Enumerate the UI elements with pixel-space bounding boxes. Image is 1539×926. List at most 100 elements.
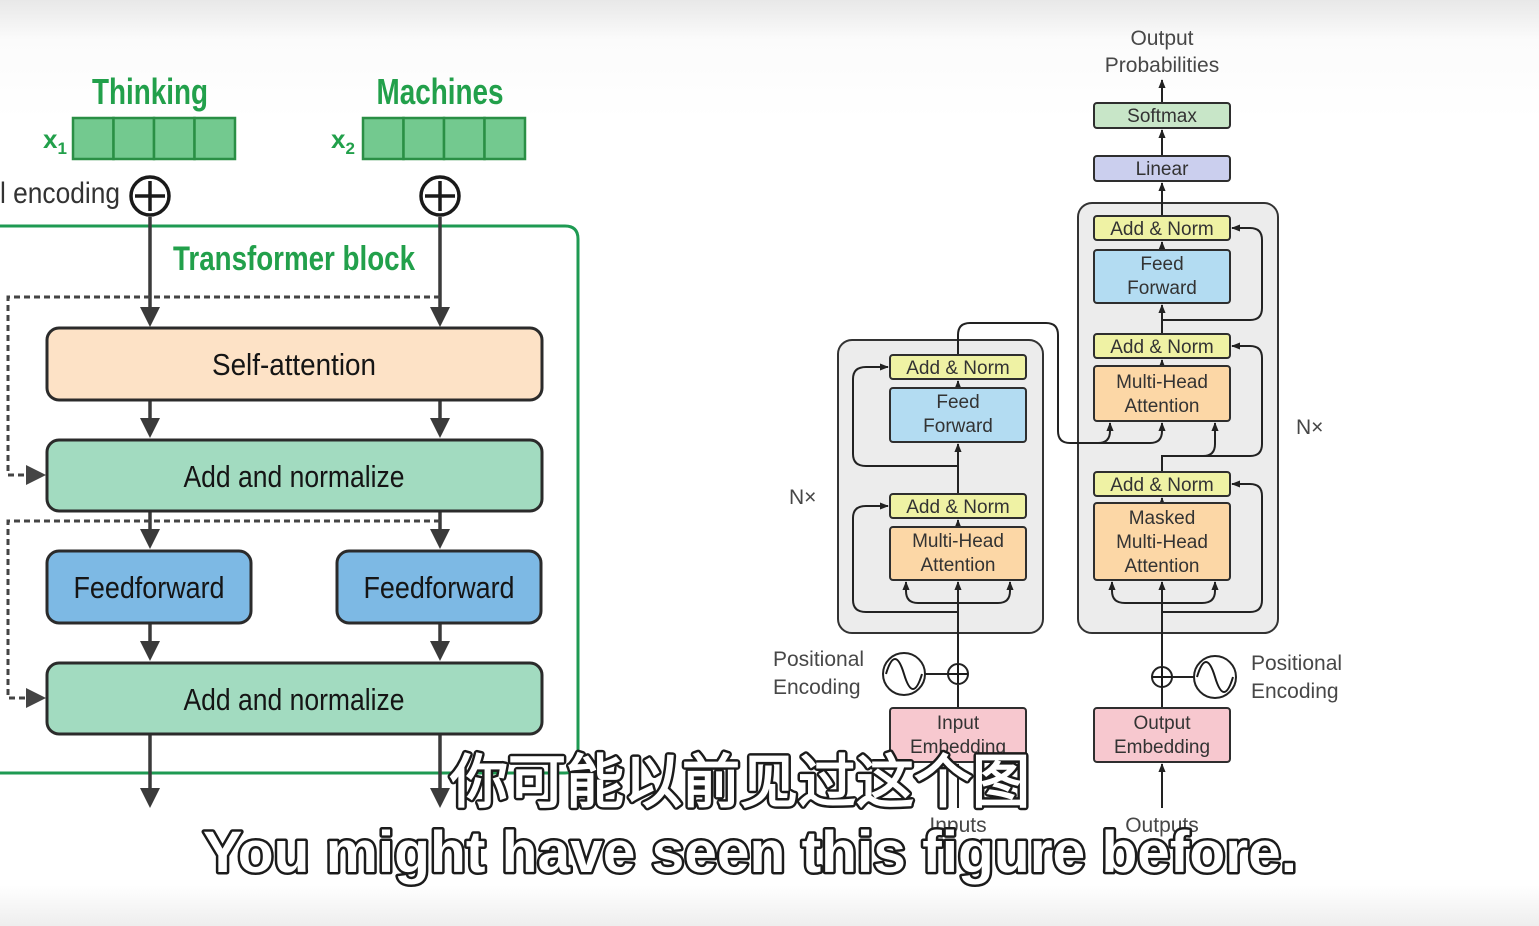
decoder-add-norm-bottom: Add & Norm [1093, 471, 1231, 497]
multi-head-attention-label-line-2: Attention [1125, 396, 1200, 417]
plus-sign [135, 181, 165, 211]
token-vector-cell [361, 116, 405, 161]
vector-label-x2: x2 [331, 124, 355, 158]
decoder-multi-head-attention: Multi-Head Attention [1093, 365, 1231, 422]
right-diagram: Output Probabilities Softmax Linear Add … [773, 27, 1342, 837]
plus-circle-icon [947, 663, 969, 685]
encoder-repeat-label: N× [789, 486, 816, 509]
multi-head-attention-label-line-1: Multi-Head [1116, 372, 1208, 393]
encoder-wires [852, 322, 1166, 808]
vector-label-x1: x1 [43, 124, 67, 158]
add-norm-label: Add & Norm [906, 358, 1009, 379]
residual-loop [1162, 342, 1263, 457]
add-normalize-box [45, 661, 544, 736]
attention-branch [902, 581, 958, 604]
add-norm-box [1093, 215, 1231, 241]
encoder-feed-forward: Feed Forward [889, 387, 1027, 443]
encoder-output-connection [957, 322, 1114, 444]
add-normalize-block-2: Add and normalize [45, 661, 544, 736]
token-vector-cell [71, 116, 115, 161]
vector-subscript: 1 [57, 139, 66, 158]
plus-sign [948, 664, 968, 684]
add-norm-box [889, 493, 1027, 519]
multi-head-attention-label-line-1: Multi-Head [912, 531, 1004, 552]
attention-branch [1162, 581, 1219, 604]
add-normalize-box [45, 438, 544, 513]
encoder-add-norm-top: Add & Norm [889, 354, 1027, 380]
plus-sign [1152, 667, 1172, 687]
positional-encoding-label: l encoding [0, 177, 120, 210]
feed-forward-label-line-2: Forward [1127, 278, 1197, 299]
left-diagram: Thinking Machines x1 x2 l encoding Trans… [0, 71, 580, 808]
feedforward-box [45, 549, 253, 625]
feedforward-label: Feedforward [74, 570, 225, 605]
token-vector-cell [193, 116, 237, 161]
vector-subscript: 2 [345, 139, 354, 158]
input-embedding-label-line-1: Input [937, 713, 980, 734]
token-vector-cell [442, 116, 486, 161]
decoder-masked-multi-head-attention: Masked Multi-Head Attention [1093, 502, 1231, 581]
softmax-label: Softmax [1127, 106, 1197, 127]
self-attention-box [45, 326, 544, 402]
encoder-output-connection [1098, 422, 1166, 444]
token-vector-x2 [361, 116, 527, 161]
output-probabilities-line-2: Probabilities [1105, 54, 1219, 77]
decoder-positional-encoding-line-2: Encoding [1251, 680, 1339, 703]
decoder-feed-forward: Feed Forward [1093, 249, 1231, 304]
multi-head-attention-box [1093, 365, 1231, 422]
residual-loop [1162, 224, 1263, 321]
self-attention-label: Self-attention [212, 347, 376, 382]
encoder-add-norm-bottom: Add & Norm [889, 493, 1027, 519]
token-vector-x1 [71, 116, 237, 161]
vector-symbol: x [331, 124, 346, 154]
add-norm-box [1093, 333, 1231, 359]
linear-label: Linear [1136, 159, 1189, 180]
multi-head-attention-box [889, 526, 1027, 581]
encoder-multi-head-attention: Multi-Head Attention [889, 526, 1027, 581]
attention-branch [1108, 581, 1162, 604]
subtitle-english: You might have seen this figure before. [203, 820, 1297, 885]
token-vector-cell [483, 116, 527, 161]
decoder-wires [1108, 79, 1263, 808]
add-norm-label: Add & Norm [1110, 337, 1213, 358]
transformer-block-border [0, 224, 580, 775]
plus-circle-icon [1151, 666, 1173, 688]
encoder-stack [837, 339, 1044, 634]
add-normalize-label: Add and normalize [184, 459, 405, 494]
input-embedding-box [889, 707, 1027, 763]
multi-head-attention-label-line-2: Attention [921, 555, 996, 576]
add-norm-box [889, 354, 1027, 380]
masked-multi-head-attention-box [1093, 502, 1231, 581]
masked-mha-label-line-1: Masked [1129, 508, 1196, 529]
add-normalize-block-1: Add and normalize [45, 438, 544, 513]
subtitles: 你可能以前见过这个图 You might have seen this figu… [201, 746, 1300, 888]
vector-symbol: x [43, 124, 58, 154]
self-attention-block: Self-attention [45, 326, 544, 402]
encoder-positional-encoding-line-1: Positional [773, 648, 864, 671]
add-normalize-label: Add and normalize [184, 682, 405, 717]
attention-branch [958, 581, 1014, 604]
softmax-box [1093, 102, 1231, 129]
decoder-positional-encoding-line-1: Positional [1251, 652, 1342, 675]
token-word-machines: Machines [377, 71, 504, 112]
feed-forward-box [1093, 249, 1231, 304]
add-norm-label: Add & Norm [1110, 475, 1213, 496]
residual-loop [1162, 480, 1263, 613]
feed-forward-label-line-1: Feed [936, 392, 979, 413]
encoder-positional-encoding-line-2: Encoding [773, 676, 861, 699]
token-word-thinking: Thinking [92, 71, 208, 112]
output-embedding-label-line-2: Embedding [1114, 737, 1210, 758]
sine-wave [885, 658, 923, 690]
feedforward-block-2: Feedforward [335, 549, 543, 625]
add-norm-label: Add & Norm [906, 497, 1009, 518]
outputs-label: Outputs [1125, 814, 1199, 837]
output-embedding-label-line-1: Output [1133, 713, 1191, 734]
feedforward-label: Feedforward [364, 570, 515, 605]
plus-circle-icon [419, 175, 461, 217]
input-embedding-block: Input Embedding [889, 707, 1027, 763]
feed-forward-box [889, 387, 1027, 443]
add-norm-label: Add & Norm [1110, 219, 1213, 240]
decoder-add-norm-top: Add & Norm [1093, 215, 1231, 241]
feed-forward-label-line-1: Feed [1140, 254, 1183, 275]
